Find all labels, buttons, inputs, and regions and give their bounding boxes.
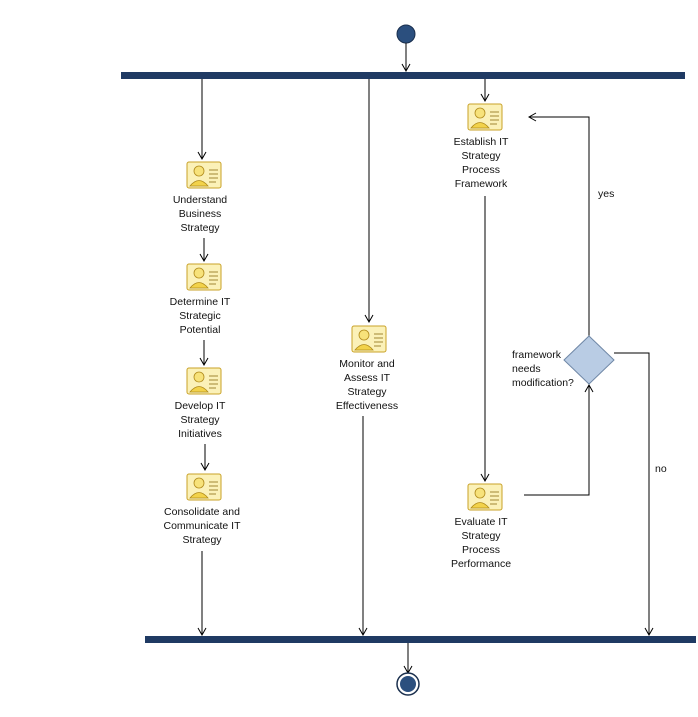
join-bar (145, 636, 696, 643)
flow-decision-no (614, 352, 654, 637)
activity-icon-consolidate (186, 473, 222, 501)
flow-decision-yes (527, 112, 590, 336)
decision-diamond (563, 335, 615, 385)
activity-label-determine: Determine IT Strategic Potential (169, 296, 231, 336)
activity-label-understand: Understand Business Strategy (172, 194, 228, 234)
activity-label-develop: Develop IT Strategy Initiatives (174, 400, 226, 440)
activity-label-establish: Establish IT Strategy Process Framework (453, 136, 509, 190)
activity-icon-evaluate (467, 483, 503, 511)
activity-icon-monitor (351, 325, 387, 353)
guard-yes-label: yes (598, 188, 615, 200)
decision-label: framework needs modification? (512, 349, 574, 389)
activity-label-monitor: Monitor and Assess IT Strategy Effective… (335, 358, 399, 412)
activity-icon-determine (186, 263, 222, 291)
guard-no-label: no (655, 463, 667, 475)
final-node (400, 676, 416, 692)
activity-label-consolidate: Consolidate and Communicate IT Strategy (163, 506, 241, 546)
fork-bar (121, 72, 685, 79)
activity-icon-establish (467, 103, 503, 131)
activity-icon-develop (186, 367, 222, 395)
activity-icon-understand (186, 161, 222, 189)
activity-label-evaluate: Evaluate IT Strategy Process Performance (450, 516, 512, 570)
initial-node (396, 24, 416, 44)
flow-evaluate-to-decision (524, 383, 594, 496)
